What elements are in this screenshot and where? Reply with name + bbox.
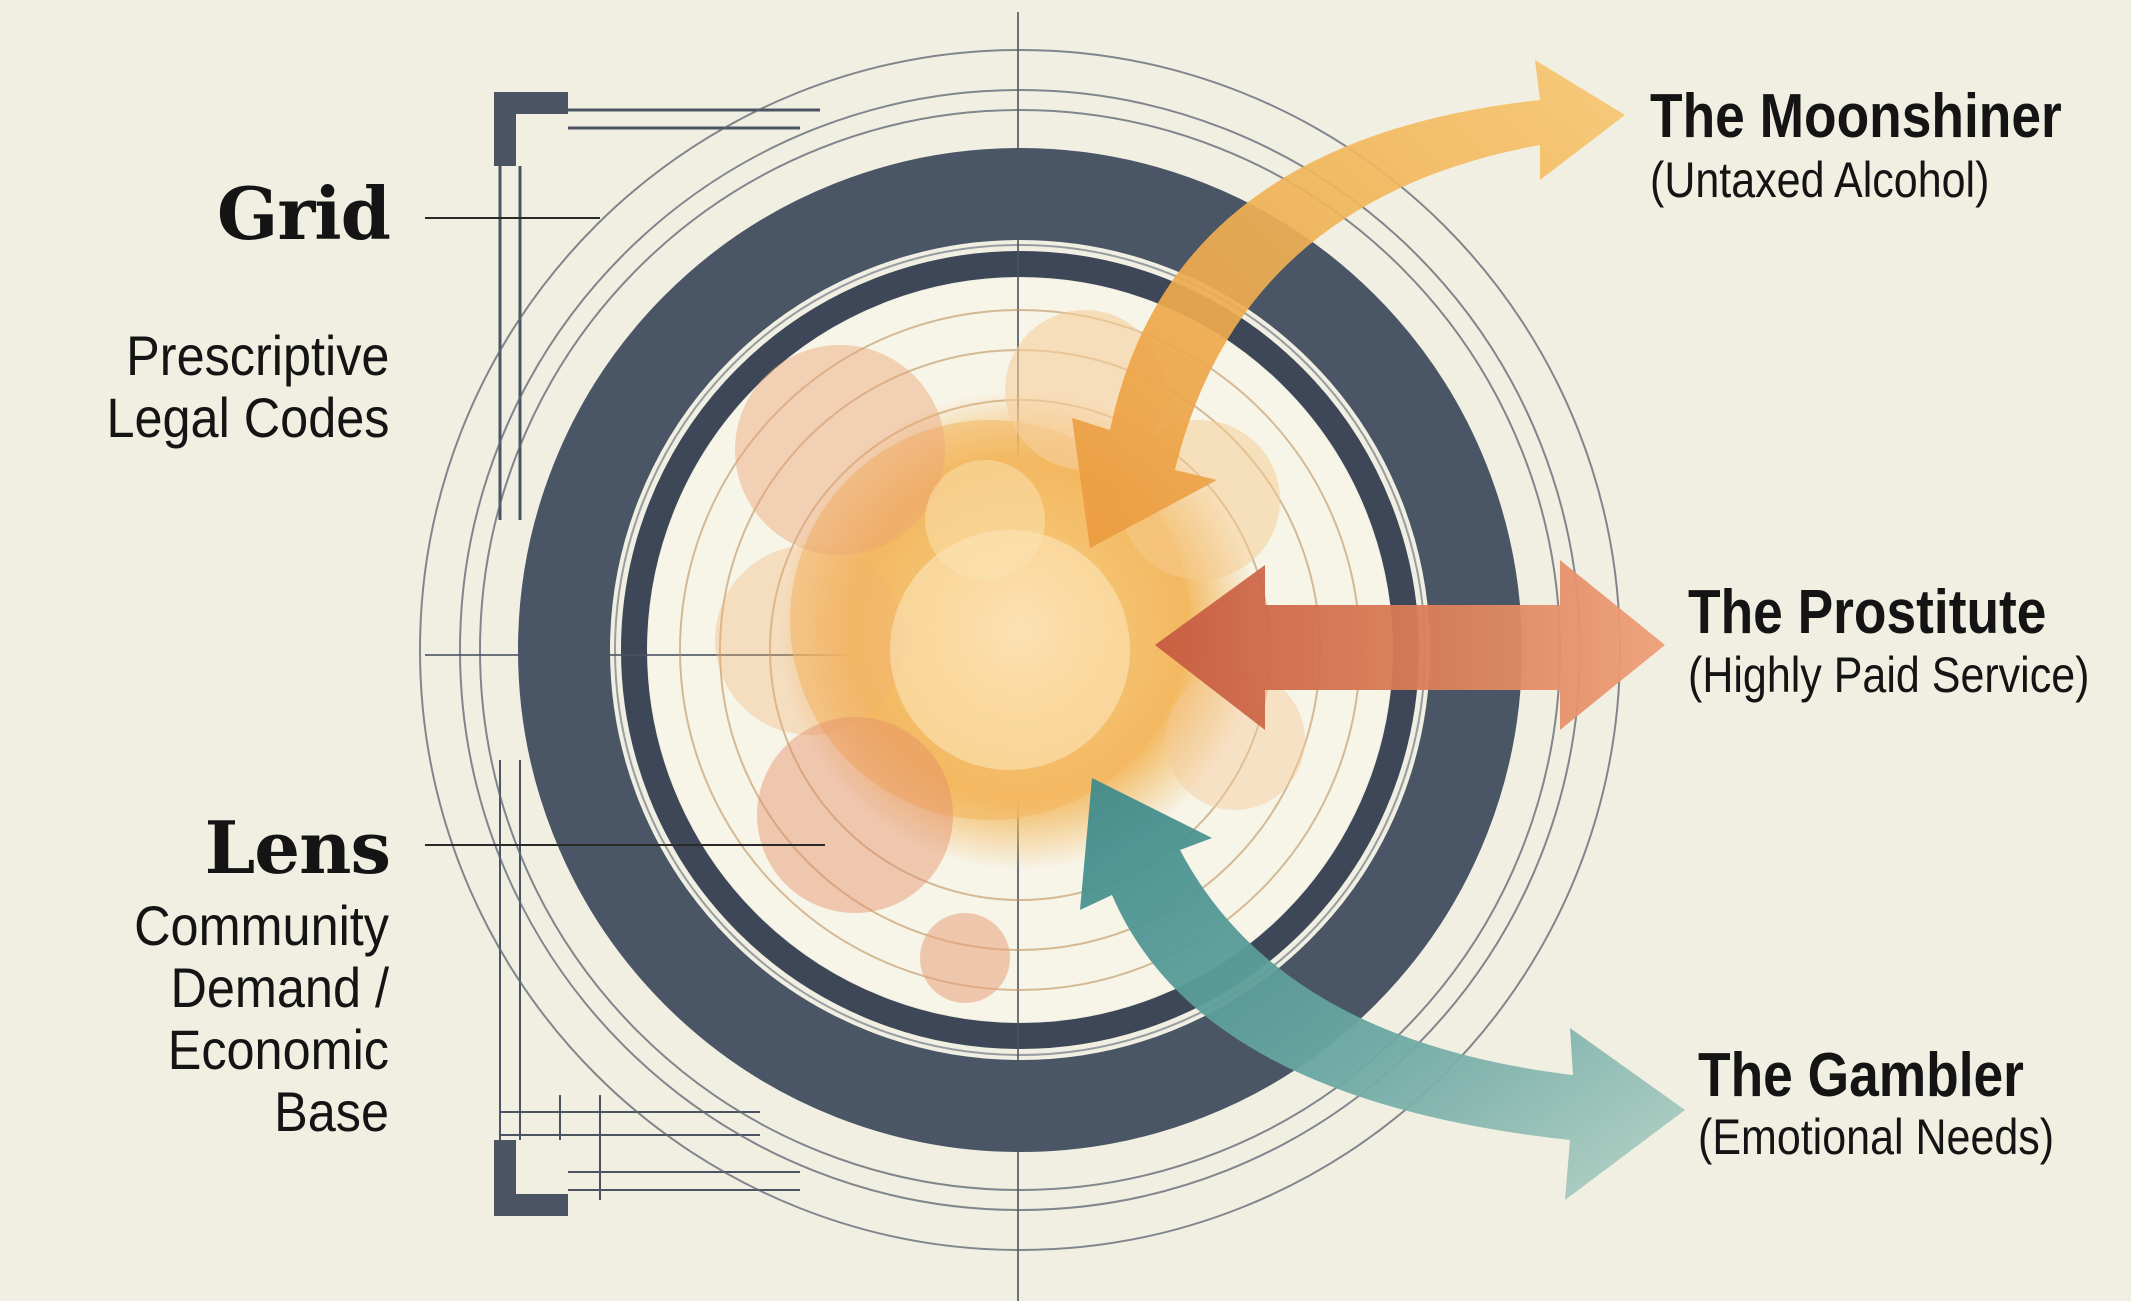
frame-corner-top-inner [516,114,568,166]
grid-title: Grid [217,178,390,250]
gambler-title: The Gambler [1698,1045,2024,1107]
lens-title: Lens [205,812,390,884]
frame-corner-bottom-inner [516,1140,568,1194]
prostitute-subtitle: (Highly Paid Service) [1688,650,2089,700]
lens-subtitle: Community Demand / Economic Base [39,895,389,1143]
grid-subtitle: Prescriptive Legal Codes [106,325,389,449]
gambler-subtitle: (Emotional Needs) [1698,1112,2054,1162]
moonshiner-subtitle: (Untaxed Alcohol) [1650,155,1989,205]
prostitute-title: The Prostitute [1688,582,2046,644]
moonshiner-title: The Moonshiner [1650,86,2062,148]
